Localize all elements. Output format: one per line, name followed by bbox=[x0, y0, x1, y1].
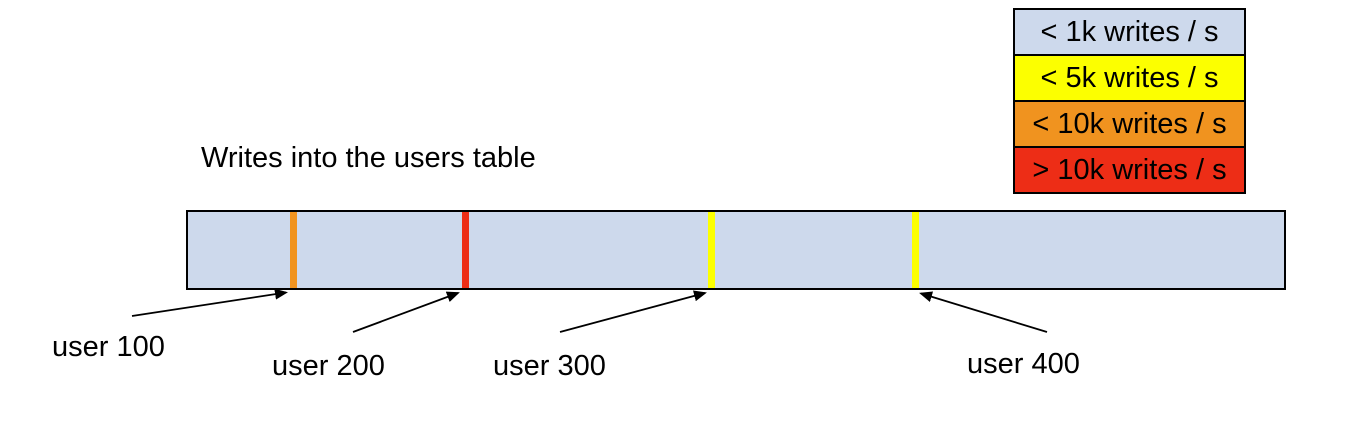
label-user-100: user 100 bbox=[52, 331, 165, 363]
label-user-200: user 200 bbox=[272, 350, 385, 382]
write-hotspot-user-100 bbox=[290, 212, 297, 288]
write-hotspot-user-300 bbox=[708, 212, 715, 288]
diagram-title: Writes into the users table bbox=[201, 142, 536, 174]
users-table-bar bbox=[186, 210, 1286, 290]
arrow-user-300 bbox=[559, 290, 707, 333]
legend-item-lt-5k: < 5k writes / s bbox=[1013, 54, 1246, 102]
write-hotspot-user-200 bbox=[462, 212, 469, 288]
label-user-400: user 400 bbox=[967, 348, 1080, 380]
legend-label: < 5k writes / s bbox=[1040, 61, 1219, 94]
legend-label: < 1k writes / s bbox=[1040, 15, 1219, 48]
legend: < 1k writes / s < 5k writes / s < 10k wr… bbox=[1013, 8, 1246, 194]
legend-label: < 10k writes / s bbox=[1032, 107, 1227, 140]
legend-label: > 10k writes / s bbox=[1032, 153, 1227, 186]
legend-item-gt-10k: > 10k writes / s bbox=[1013, 146, 1246, 194]
arrow-user-400 bbox=[919, 291, 1048, 333]
write-hotspot-user-400 bbox=[912, 212, 919, 288]
label-user-300: user 300 bbox=[493, 350, 606, 382]
legend-item-lt-10k: < 10k writes / s bbox=[1013, 100, 1246, 148]
arrow-user-100 bbox=[131, 288, 288, 317]
arrow-user-200 bbox=[352, 291, 460, 333]
legend-item-lt-1k: < 1k writes / s bbox=[1013, 8, 1246, 56]
